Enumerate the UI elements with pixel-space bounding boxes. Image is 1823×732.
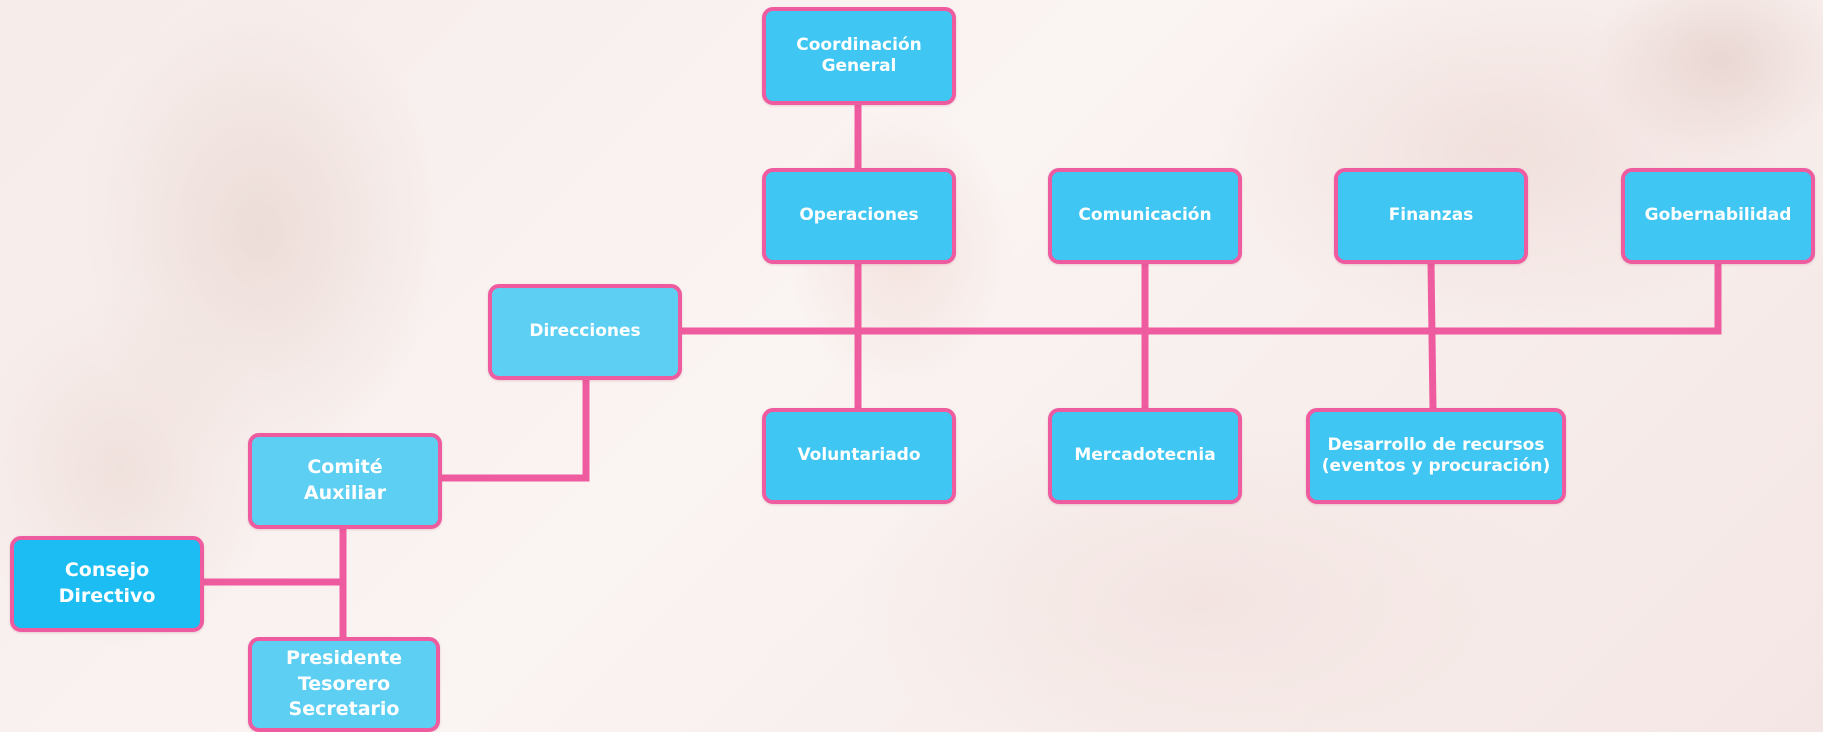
node-gobernabilidad: Gobernabilidad xyxy=(1621,168,1815,264)
node-operaciones: Operaciones xyxy=(762,168,956,264)
node-direcciones: Direcciones xyxy=(488,284,682,380)
node-finanzas: Finanzas xyxy=(1334,168,1528,264)
node-mercadotecnia: Mercadotecnia xyxy=(1048,408,1242,504)
node-comunicacion: Comunicación xyxy=(1048,168,1242,264)
node-desarrollo-recursos: Desarrollo de recursos (eventos y procur… xyxy=(1306,408,1566,504)
connector-direcciones-bus xyxy=(676,258,1722,335)
node-comite-auxiliar: Comité Auxiliar xyxy=(248,433,442,529)
node-presidente-tesorero-secretario: Presidente Tesorero Secretario xyxy=(248,637,440,732)
node-consejo-directivo: Consejo Directivo xyxy=(10,536,204,632)
node-coordinacion-general: Coordinación General xyxy=(762,7,956,105)
connector-finanzas-desarrollo xyxy=(1427,258,1437,414)
connector-direcciones-comite xyxy=(436,372,590,482)
node-voluntariado: Voluntariado xyxy=(762,408,956,504)
